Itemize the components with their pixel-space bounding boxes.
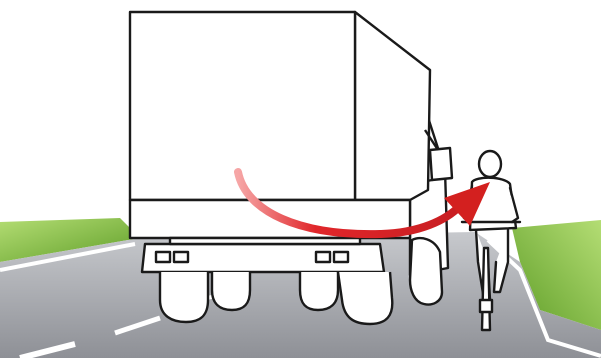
scene-svg	[0, 0, 601, 358]
illustration-scene	[0, 0, 601, 358]
